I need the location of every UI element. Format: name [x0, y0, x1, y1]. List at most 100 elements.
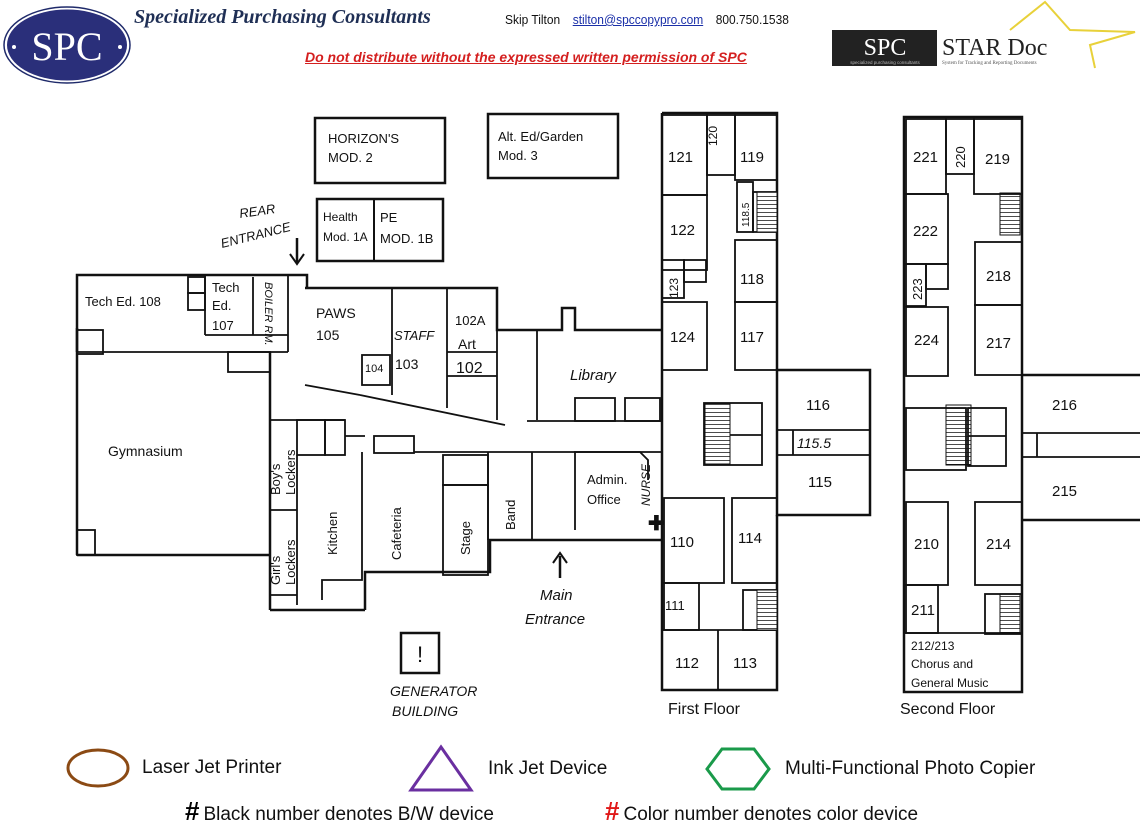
- room-217[interactable]: 217: [986, 335, 1011, 352]
- room-103[interactable]: 103: [395, 356, 419, 372]
- contact-phone: 800.750.1538: [715, 12, 789, 27]
- room-boiler[interactable]: BOILER RM.: [262, 282, 274, 346]
- room-tech-ed-107[interactable]: Tech: [212, 280, 239, 295]
- legend-mfp-copier: Multi-Functional Photo Copier: [705, 746, 1035, 792]
- room-admin-office[interactable]: Admin.: [587, 472, 627, 487]
- stardoc-brand-sub: specialized purchasing consultants: [850, 60, 920, 65]
- logo-text: SPC: [31, 24, 102, 69]
- room-stage[interactable]: Stage: [458, 521, 473, 555]
- room-102a[interactable]: 102A: [455, 313, 486, 328]
- stardoc-tagline: System for Tracking and Reporting Docume…: [942, 61, 1037, 66]
- nurse-cross-icon: ✚: [648, 513, 665, 535]
- room-118[interactable]: 118: [740, 271, 764, 288]
- room-111[interactable]: 111: [665, 598, 685, 613]
- module-health-pe[interactable]: Health Mod. 1A PE MOD. 1B: [315, 197, 445, 263]
- room-214[interactable]: 214: [986, 536, 1011, 553]
- room-119[interactable]: 119: [740, 149, 764, 166]
- module-alt-ed[interactable]: Alt. Ed/Garden Mod. 3: [486, 112, 620, 180]
- room-224[interactable]: 224: [914, 332, 939, 349]
- room-nurse[interactable]: NURSE: [639, 463, 653, 506]
- room-219[interactable]: 219: [985, 151, 1010, 168]
- svg-text:Lockers: Lockers: [283, 539, 298, 585]
- svg-text:Lockers: Lockers: [283, 449, 298, 495]
- svg-text:Entrance: Entrance: [525, 611, 585, 628]
- circle-icon: [66, 748, 130, 788]
- room-121[interactable]: 121: [668, 149, 693, 166]
- floor-plan-map: HORIZON'S MOD. 2 Alt. Ed/Garden Mod. 3 H…: [75, 111, 1140, 719]
- second-floor-label: Second Floor: [900, 701, 996, 718]
- room-117[interactable]: 117: [740, 329, 764, 346]
- room-115-5[interactable]: 115.5: [797, 435, 831, 451]
- svg-text:!: !: [417, 642, 423, 667]
- room-211[interactable]: 211: [911, 602, 935, 619]
- room-120[interactable]: 120: [706, 126, 720, 146]
- room-215[interactable]: 215: [1052, 483, 1077, 500]
- room-tech-ed-108[interactable]: Tech Ed. 108: [85, 294, 161, 309]
- svg-text:General Music: General Music: [911, 676, 988, 690]
- room-boys-lockers[interactable]: Boy's: [268, 463, 283, 495]
- contact-email-link[interactable]: stilton@spccopypro.com: [572, 12, 704, 27]
- room-124[interactable]: 124: [670, 329, 695, 346]
- svg-text:PE: PE: [380, 210, 398, 225]
- room-122[interactable]: 122: [670, 222, 695, 239]
- svg-text:Mod. 1A: Mod. 1A: [323, 230, 368, 244]
- room-220[interactable]: 220: [953, 146, 968, 168]
- room-223[interactable]: 223: [910, 278, 925, 300]
- hash-red-icon: #: [605, 796, 620, 826]
- generator-building[interactable]: ! GENERATOR BUILDING: [390, 631, 477, 719]
- room-221[interactable]: 221: [913, 149, 938, 166]
- svg-text:REAR: REAR: [238, 201, 276, 221]
- stardoc-title: STAR Doc: [942, 35, 1047, 61]
- room-210[interactable]: 210: [914, 536, 939, 553]
- room-218[interactable]: 218: [986, 268, 1011, 285]
- stairs-icon: [704, 191, 1021, 635]
- room-113[interactable]: 113: [733, 655, 757, 672]
- legend-color-note: #Color number denotes color device: [605, 796, 919, 826]
- room-paws-105[interactable]: PAWS: [316, 305, 356, 321]
- stardoc-logo: SPC specialized purchasing consultants S…: [832, 0, 1136, 69]
- room-222[interactable]: 222: [913, 223, 938, 240]
- svg-text:Mod. 3: Mod. 3: [498, 148, 538, 163]
- room-band[interactable]: Band: [503, 500, 518, 530]
- room-art: Art: [458, 336, 476, 352]
- room-staff[interactable]: STAFF: [394, 328, 435, 343]
- first-floor-label: First Floor: [668, 701, 741, 718]
- room-110[interactable]: 110: [670, 534, 694, 551]
- room-212-213[interactable]: 212/213: [911, 639, 955, 653]
- svg-text:BUILDING: BUILDING: [392, 703, 458, 719]
- room-kitchen[interactable]: Kitchen: [325, 512, 340, 555]
- svg-text:Chorus and: Chorus and: [911, 657, 973, 671]
- room-library[interactable]: Library: [570, 367, 617, 384]
- svg-text:HORIZON'S: HORIZON'S: [328, 131, 399, 146]
- room-216[interactable]: 216: [1052, 397, 1077, 414]
- first-floor-west-wing: [75, 273, 662, 612]
- company-name: Specialized Purchasing Consultants: [134, 6, 431, 28]
- room-102[interactable]: 102: [456, 360, 483, 377]
- room-114[interactable]: 114: [738, 530, 762, 547]
- room-118-5[interactable]: 118.5: [741, 202, 752, 227]
- room-girls-lockers[interactable]: Girl's: [268, 555, 283, 585]
- svg-text:MOD. 2: MOD. 2: [328, 150, 373, 165]
- second-floor-plan: [902, 115, 1140, 694]
- svg-text:ENTRANCE: ENTRANCE: [219, 219, 292, 251]
- contact-name: Skip Tilton: [505, 12, 561, 27]
- legend-laser-jet: Laser Jet Printer: [66, 747, 281, 789]
- room-116[interactable]: 116: [806, 397, 830, 414]
- room-gymnasium[interactable]: Gymnasium: [108, 443, 183, 459]
- room-112[interactable]: 112: [675, 655, 699, 672]
- room-123[interactable]: 123: [667, 278, 681, 298]
- room-115[interactable]: 115: [808, 474, 832, 491]
- svg-text:Office: Office: [587, 492, 621, 507]
- svg-text:MOD. 1B: MOD. 1B: [380, 231, 433, 246]
- stardoc-brand: SPC: [864, 35, 907, 61]
- svg-text:Ed.: Ed.: [212, 298, 232, 313]
- room-104[interactable]: 104: [365, 363, 383, 375]
- svg-text:GENERATOR: GENERATOR: [390, 683, 477, 699]
- svg-text:105: 105: [316, 327, 340, 343]
- contact-info: Skip Tilton stilton@spccopypro.com 800.7…: [505, 12, 789, 27]
- room-cafeteria[interactable]: Cafeteria: [389, 506, 404, 560]
- legend-bw-note: #Black number denotes B/W device: [185, 796, 494, 826]
- main-entrance-label: Main Entrance: [525, 551, 585, 628]
- module-horizons[interactable]: HORIZON'S MOD. 2: [313, 116, 447, 185]
- hexagon-icon: [705, 747, 771, 791]
